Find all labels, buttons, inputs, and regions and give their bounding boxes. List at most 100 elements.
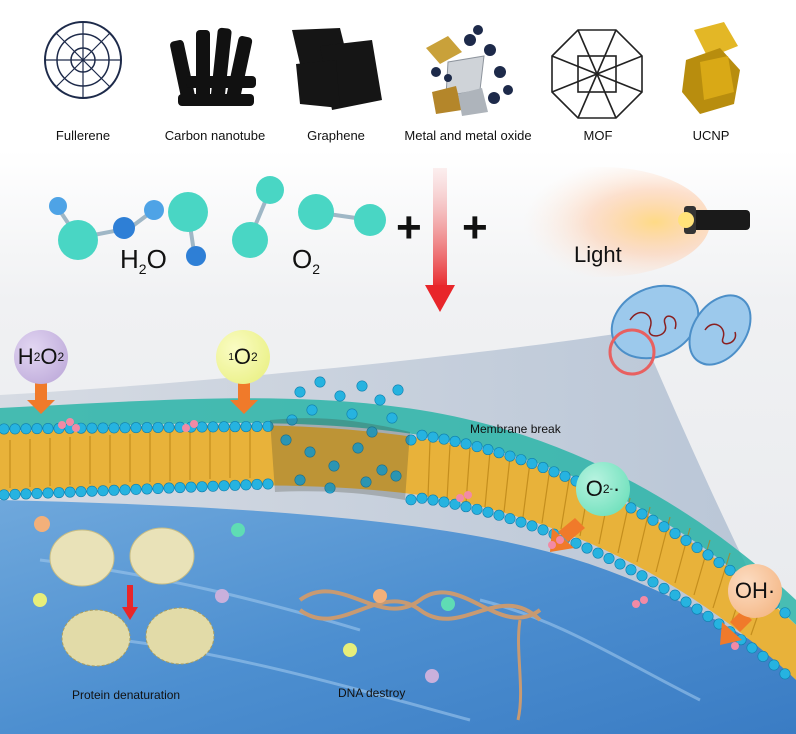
flashlight-icon <box>678 206 750 234</box>
lipid-head <box>592 547 604 559</box>
lipid-head <box>493 509 505 521</box>
lipid-head <box>376 464 388 476</box>
lipid-head <box>559 470 571 482</box>
lipid-head <box>163 482 175 494</box>
metal-oxide-icon <box>426 25 513 116</box>
lipid-head <box>229 421 241 433</box>
red-arrow-head <box>425 285 455 312</box>
lipid-head <box>280 434 292 446</box>
lipid-head <box>352 442 364 454</box>
lipid-head <box>20 423 32 435</box>
light-glow <box>490 167 710 277</box>
lipid-head <box>449 498 461 510</box>
lipid-head <box>416 429 428 441</box>
lipid-head <box>537 462 549 474</box>
lipid-head <box>262 478 274 490</box>
lipid-head <box>119 484 131 496</box>
lipid-head <box>141 483 153 495</box>
lipid-head <box>482 444 494 456</box>
lipid-head <box>207 421 219 433</box>
lipid-head <box>97 422 109 434</box>
lipid-head <box>75 486 87 498</box>
pink-markers <box>58 418 739 650</box>
lipid-head <box>286 414 298 426</box>
material-label-metal-oxide: Metal and metal oxide <box>404 128 532 143</box>
lipid-head <box>20 488 32 500</box>
water-molecules <box>49 192 208 266</box>
lipid-head <box>86 422 98 434</box>
lipid-head <box>163 421 175 433</box>
lipid-head <box>240 421 252 433</box>
plus-sign-1: + <box>396 203 422 252</box>
lipid-head <box>713 557 725 569</box>
material-label-ucnp: UCNP <box>692 128 730 143</box>
lipid-head <box>768 659 780 671</box>
red-arrow-shaft <box>433 168 447 288</box>
lipid-head <box>658 521 670 533</box>
lipid-head <box>680 596 692 608</box>
lipid-head <box>515 454 527 466</box>
lipid-head <box>603 552 615 564</box>
lipid-head <box>647 514 659 526</box>
lipid-head <box>328 460 340 472</box>
lipid-head <box>405 434 417 446</box>
lipid-head <box>757 650 769 662</box>
lipid-head <box>515 516 527 528</box>
fullerene-icon <box>44 21 122 99</box>
lipid-head <box>130 422 142 434</box>
dna-destroy-label: DNA destroy <box>338 686 406 700</box>
water-formula: H2O <box>120 244 167 278</box>
lipid-head <box>427 494 439 506</box>
lipid-head <box>548 466 560 478</box>
lipid-head <box>636 508 648 520</box>
lipid-head <box>108 484 120 496</box>
lipid-head <box>702 549 714 561</box>
lipid-head <box>713 618 725 630</box>
lipid-head <box>526 458 538 470</box>
cell-interior <box>0 500 796 734</box>
ucnp-icon <box>682 22 740 114</box>
lipid-head <box>702 610 714 622</box>
lipid-head <box>262 420 274 432</box>
lipid-head <box>438 496 450 508</box>
lipid-head <box>669 589 681 601</box>
lipid-head <box>386 412 398 424</box>
lipid-head <box>460 438 472 450</box>
dna-icon <box>298 589 542 721</box>
lipid-head <box>647 576 659 588</box>
lipid-head <box>324 482 336 494</box>
membrane-surface <box>0 398 796 625</box>
lipid-head <box>746 642 758 654</box>
lipid-head <box>570 537 582 549</box>
carbon-nanotube-icon <box>170 27 256 106</box>
lipid-head <box>64 486 76 498</box>
lipid-head <box>152 421 164 433</box>
oxygen-formula: O2 <box>292 244 321 278</box>
lipid-head <box>471 503 483 515</box>
mof-icon <box>551 29 643 119</box>
lipid-head <box>306 404 318 416</box>
lipid-head <box>218 480 230 492</box>
lipid-head <box>97 485 109 497</box>
lipid-head <box>658 582 670 594</box>
lipid-head <box>360 476 372 488</box>
protein-icons <box>33 516 245 667</box>
lipid-head <box>680 534 692 546</box>
lipid-head <box>691 603 703 615</box>
lipid-head <box>314 376 326 388</box>
lipid-head <box>346 408 358 420</box>
lipid-head <box>86 485 98 497</box>
lipid-head <box>130 483 142 495</box>
lipid-head <box>471 441 483 453</box>
lipid-head <box>504 450 516 462</box>
lipid-head <box>392 384 404 396</box>
lipid-head <box>174 482 186 494</box>
lipid-head <box>390 470 402 482</box>
lipid-head <box>614 558 626 570</box>
lipid-head <box>779 607 791 619</box>
lipid-head <box>724 564 736 576</box>
material-label-mof: MOF <box>583 128 613 143</box>
